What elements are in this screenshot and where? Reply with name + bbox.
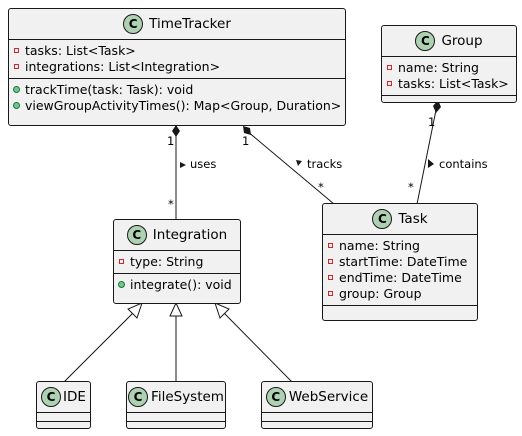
private-marker-icon	[14, 48, 19, 53]
attribute: integrations: List<Integration>	[9, 59, 345, 75]
method: trackTime(task: Task): void	[9, 82, 345, 98]
class-header: C Integration	[114, 220, 240, 250]
class-name: TimeTracker	[149, 16, 231, 32]
class-name: IDE	[63, 389, 86, 405]
webservice-inheritance-arrowhead	[214, 302, 230, 319]
attributes-compartment	[127, 412, 225, 421]
contains-direction-arrow	[428, 159, 434, 168]
webservice-inheritance-line	[223, 312, 293, 383]
tracks-line	[246, 130, 335, 205]
class-icon: C	[415, 31, 436, 51]
attributes-compartment	[37, 412, 90, 421]
class-icon: C	[123, 14, 144, 34]
uses-direction-arrow	[180, 162, 186, 168]
attribute: endTime: DateTime	[323, 270, 477, 286]
class-filesystem: C FileSystem	[126, 381, 226, 429]
methods-compartment	[37, 421, 90, 430]
ide-inheritance-arrowhead	[127, 302, 143, 319]
attributes-compartment	[262, 412, 372, 421]
class-icon: C	[372, 209, 393, 229]
class-group: C Group name: String tasks: List<Task>	[381, 25, 517, 103]
methods-compartment	[262, 421, 372, 430]
class-header: C IDE	[37, 382, 90, 412]
uses-label: uses	[190, 157, 217, 171]
methods-compartment	[382, 95, 516, 104]
class-header: C Task	[323, 204, 477, 234]
class-ide: C IDE	[36, 381, 91, 429]
public-marker-icon	[118, 281, 125, 288]
class-icon: C	[265, 387, 286, 407]
class-name: Task	[398, 211, 428, 227]
contains-target-multiplicity: *	[408, 180, 414, 194]
class-timetracker: C TimeTracker tasks: List<Task> integrat…	[8, 8, 346, 126]
class-name: WebService	[288, 389, 369, 405]
tracks-direction-arrow	[296, 160, 302, 166]
tracks-source-multiplicity: 1	[242, 134, 250, 148]
class-name: Integration	[152, 227, 228, 243]
attributes-compartment: name: String startTime: DateTime endTime…	[323, 234, 477, 305]
methods-compartment	[323, 305, 477, 314]
class-header: C WebService	[262, 382, 372, 412]
private-marker-icon	[119, 259, 124, 264]
private-marker-icon	[328, 259, 333, 264]
class-header: C TimeTracker	[9, 9, 345, 39]
class-header: C Group	[382, 26, 516, 56]
contains-source-multiplicity: 1	[428, 115, 436, 129]
private-marker-icon	[387, 81, 392, 86]
methods-compartment: trackTime(task: Task): void viewGroupAct…	[9, 78, 345, 117]
uses-target-multiplicity: *	[168, 197, 174, 211]
class-icon: C	[126, 225, 147, 245]
private-marker-icon	[328, 291, 333, 296]
methods-compartment	[127, 421, 225, 430]
class-header: C FileSystem	[127, 382, 225, 412]
private-marker-icon	[328, 243, 333, 248]
contains-line	[416, 109, 437, 205]
class-name: Group	[441, 33, 483, 49]
public-marker-icon	[13, 102, 20, 109]
private-marker-icon	[328, 275, 333, 280]
contains-label: contains	[439, 157, 488, 171]
class-webservice: C WebService	[261, 381, 373, 429]
tracks-composition-diamond	[243, 126, 251, 135]
attribute: name: String	[323, 238, 477, 254]
class-icon: C	[128, 387, 149, 407]
uses-composition-diamond	[172, 125, 180, 137]
ide-inheritance-line	[63, 312, 134, 383]
attribute: startTime: DateTime	[323, 254, 477, 270]
filesystem-inheritance-arrowhead	[169, 301, 183, 317]
private-marker-icon	[387, 65, 392, 70]
attribute: name: String	[382, 60, 516, 76]
tracks-label: tracks	[307, 157, 343, 171]
attribute: tasks: List<Task>	[9, 43, 345, 59]
class-task: C Task name: String startTime: DateTime …	[322, 203, 478, 321]
public-marker-icon	[13, 86, 20, 93]
attribute: tasks: List<Task>	[382, 76, 516, 92]
attributes-compartment: tasks: List<Task> integrations: List<Int…	[9, 39, 345, 78]
method: integrate(): void	[114, 277, 240, 293]
methods-compartment: integrate(): void	[114, 273, 240, 296]
class-icon: C	[41, 387, 62, 407]
attributes-compartment: type: String	[114, 250, 240, 273]
tracks-target-multiplicity: *	[318, 180, 324, 194]
attribute: group: Group	[323, 286, 477, 302]
attributes-compartment: name: String tasks: List<Task>	[382, 56, 516, 95]
class-name: FileSystem	[151, 389, 224, 405]
contains-composition-diamond	[433, 100, 441, 113]
private-marker-icon	[14, 64, 19, 69]
attribute: type: String	[114, 254, 240, 270]
class-integration: C Integration type: String integrate(): …	[113, 219, 241, 304]
uses-source-multiplicity: 1	[167, 134, 175, 148]
method: viewGroupActivityTimes(): Map<Group, Dur…	[9, 98, 345, 114]
